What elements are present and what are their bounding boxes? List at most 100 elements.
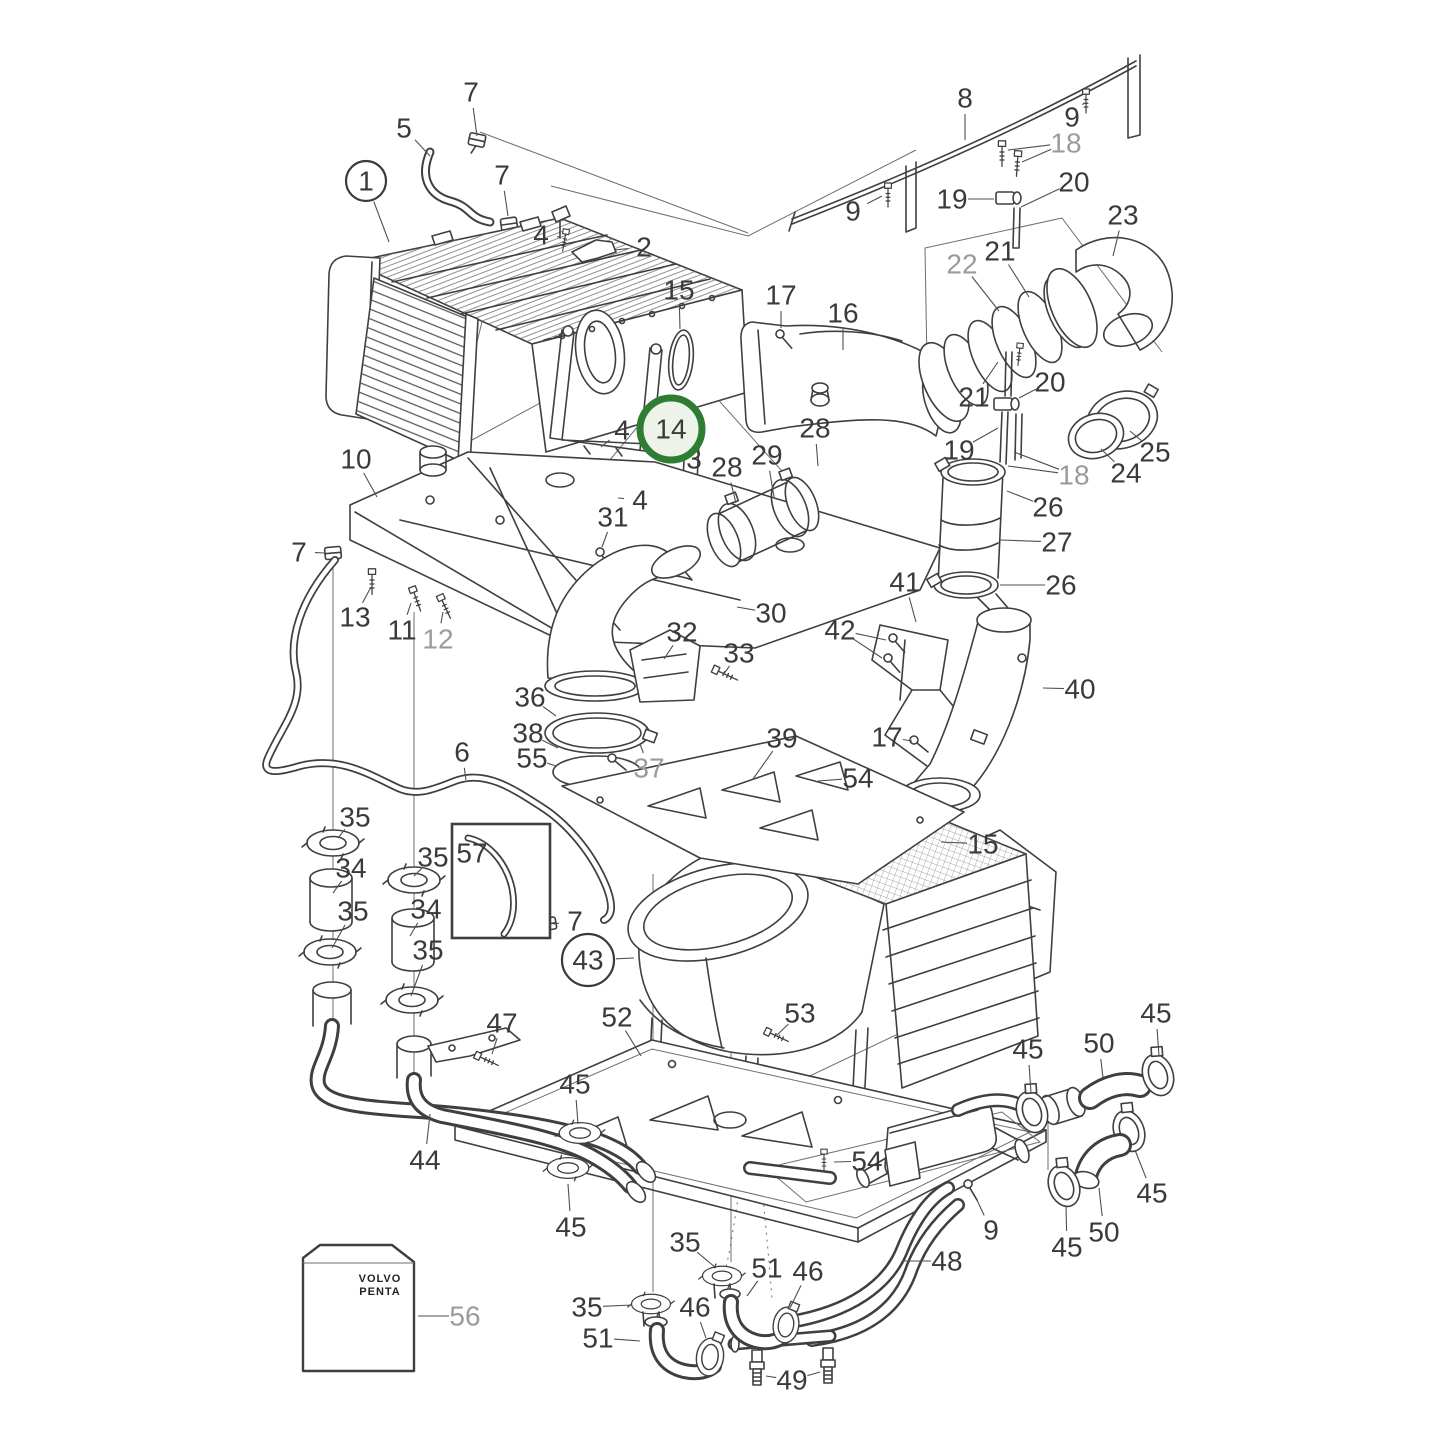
callout-34-59[interactable]: 34 xyxy=(410,894,441,925)
callout-4-4[interactable]: 4 xyxy=(533,220,549,251)
callout-51-72[interactable]: 51 xyxy=(751,1253,782,1284)
callout-36-43[interactable]: 36 xyxy=(514,682,545,713)
callout-57-61[interactable]: 57 xyxy=(456,838,487,869)
callout-leader-line xyxy=(414,139,431,157)
callout-8-6[interactable]: 8 xyxy=(957,83,973,114)
callout-44-68[interactable]: 44 xyxy=(409,1145,440,1176)
callout-35-71[interactable]: 35 xyxy=(571,1292,602,1323)
callout-51-75[interactable]: 51 xyxy=(582,1323,613,1354)
callout-40-52[interactable]: 40 xyxy=(1064,674,1095,705)
callout-13-33[interactable]: 13 xyxy=(339,602,370,633)
callout-19-20[interactable]: 19 xyxy=(943,435,974,466)
callout-38-44[interactable]: 38 xyxy=(512,718,543,749)
callout-54-77[interactable]: 54 xyxy=(851,1146,882,1177)
callout-27-25[interactable]: 27 xyxy=(1041,527,1072,558)
callout-20-19[interactable]: 20 xyxy=(1034,367,1065,398)
bolt-18-icon xyxy=(1012,149,1023,178)
callout-leader-line xyxy=(866,195,883,205)
callout-33-42[interactable]: 33 xyxy=(723,638,754,669)
callout-47-66[interactable]: 47 xyxy=(486,1008,517,1039)
callout-28-37[interactable]: 28 xyxy=(711,452,742,483)
callout-26-24[interactable]: 26 xyxy=(1032,492,1063,523)
callout-11-34[interactable]: 11 xyxy=(387,615,416,646)
callout-18-8[interactable]: 18 xyxy=(1050,128,1081,159)
callout-22-16[interactable]: 22 xyxy=(946,249,977,280)
callout-45-67[interactable]: 45 xyxy=(559,1069,590,1100)
callout-34-56[interactable]: 34 xyxy=(335,853,366,884)
callout-42-49[interactable]: 42 xyxy=(824,615,855,646)
callout-50-84[interactable]: 50 xyxy=(1088,1217,1119,1248)
callout-9-12[interactable]: 9 xyxy=(845,196,861,227)
callout-31-36[interactable]: 31 xyxy=(597,502,628,533)
callout-2-5[interactable]: 2 xyxy=(636,232,652,263)
callout-20-10[interactable]: 20 xyxy=(1058,167,1089,198)
callout-14-28[interactable]: 14 xyxy=(655,414,686,445)
callout-50-81[interactable]: 50 xyxy=(1083,1028,1114,1059)
callout-15-15[interactable]: 15 xyxy=(663,275,694,306)
callout-28-39[interactable]: 28 xyxy=(799,413,830,444)
part-hose-6 xyxy=(262,556,615,940)
callout-17-50[interactable]: 17 xyxy=(871,722,902,753)
callout-35-70[interactable]: 35 xyxy=(669,1227,700,1258)
callout-46-73[interactable]: 46 xyxy=(792,1256,823,1287)
callout-7-62[interactable]: 7 xyxy=(567,906,583,937)
callout-leader-line xyxy=(663,644,674,660)
callout-18-21[interactable]: 18 xyxy=(1058,460,1089,491)
callout-leader-line xyxy=(1007,465,1059,474)
callout-6-54[interactable]: 6 xyxy=(454,737,470,768)
callout-45-82[interactable]: 45 xyxy=(1140,998,1171,1029)
callout-53-65[interactable]: 53 xyxy=(784,998,815,1029)
callout-45-80[interactable]: 45 xyxy=(1012,1034,1043,1065)
callout-29-38[interactable]: 29 xyxy=(751,440,782,471)
callout-leader-line xyxy=(491,1038,498,1055)
callout-41-48[interactable]: 41 xyxy=(889,567,920,598)
bolt-47-icon xyxy=(472,1050,501,1070)
highlight-ring-14[interactable] xyxy=(636,394,706,464)
callout-leader-line xyxy=(613,1338,641,1342)
callout-9-79[interactable]: 9 xyxy=(983,1215,999,1246)
callout-52-64[interactable]: 52 xyxy=(601,1002,632,1033)
callout-26-26[interactable]: 26 xyxy=(1045,570,1076,601)
callout-35-57[interactable]: 35 xyxy=(417,842,448,873)
callout-21-17[interactable]: 21 xyxy=(984,236,1015,267)
callout-16-14[interactable]: 16 xyxy=(827,298,858,329)
callout-55-45[interactable]: 55 xyxy=(516,743,547,774)
callout-25-22[interactable]: 25 xyxy=(1139,437,1170,468)
callout-32-41[interactable]: 32 xyxy=(666,617,697,648)
callout-1-2[interactable]: 1 xyxy=(358,166,374,197)
callout-23-11[interactable]: 23 xyxy=(1107,200,1138,231)
callout-39-47[interactable]: 39 xyxy=(766,723,797,754)
callout-9-7[interactable]: 9 xyxy=(1064,102,1080,133)
callout-5-1[interactable]: 5 xyxy=(396,113,412,144)
callout-46-74[interactable]: 46 xyxy=(679,1292,710,1323)
callout-35-55[interactable]: 35 xyxy=(339,802,370,833)
callout-7-3[interactable]: 7 xyxy=(494,160,510,191)
callout-48-78[interactable]: 48 xyxy=(931,1246,962,1277)
callout-35-58[interactable]: 35 xyxy=(337,896,368,927)
callout-54-51[interactable]: 54 xyxy=(842,763,873,794)
callout-circle-43[interactable] xyxy=(560,932,616,988)
callout-circle-1[interactable] xyxy=(344,159,388,203)
callout-37-46[interactable]: 37 xyxy=(633,753,664,784)
callout-24-23[interactable]: 24 xyxy=(1110,458,1141,489)
callout-19-9[interactable]: 19 xyxy=(936,184,967,215)
callout-7-0[interactable]: 7 xyxy=(463,77,479,108)
callout-leader-line xyxy=(817,778,843,782)
callout-21-18[interactable]: 21 xyxy=(958,382,989,413)
callout-4-30[interactable]: 4 xyxy=(632,485,648,516)
callout-45-69[interactable]: 45 xyxy=(555,1212,586,1243)
callout-10-31[interactable]: 10 xyxy=(340,444,371,475)
callout-12-35[interactable]: 12 xyxy=(422,624,453,655)
callout-43-63[interactable]: 43 xyxy=(572,945,603,976)
callout-leader-line xyxy=(678,305,681,330)
callout-4-29[interactable]: 4 xyxy=(614,415,630,446)
callout-15-53[interactable]: 15 xyxy=(967,829,998,860)
callout-45-83[interactable]: 45 xyxy=(1136,1178,1167,1209)
callout-7-32[interactable]: 7 xyxy=(291,537,307,568)
callout-35-60[interactable]: 35 xyxy=(412,935,443,966)
callout-56-86[interactable]: 56 xyxy=(449,1301,480,1332)
callout-45-85[interactable]: 45 xyxy=(1051,1232,1082,1263)
callout-30-40[interactable]: 30 xyxy=(755,598,786,629)
callout-49-76[interactable]: 49 xyxy=(776,1365,807,1396)
callout-17-13[interactable]: 17 xyxy=(765,280,796,311)
